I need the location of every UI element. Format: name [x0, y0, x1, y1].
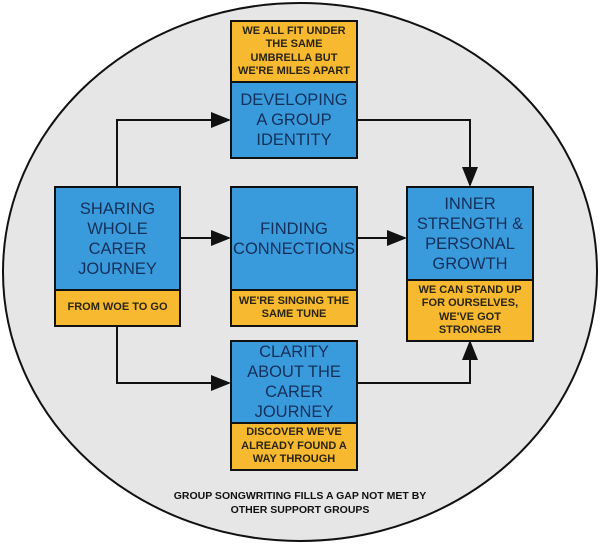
identity-node: DEVELOPING A GROUP IDENTITY — [230, 81, 358, 159]
arrow-sharing-to-identity — [116, 112, 231, 186]
identity-quote: WE ALL FIT UNDER THE SAME UMBRELLA BUT W… — [230, 20, 358, 83]
arrow-identity-to-strength — [357, 119, 478, 187]
strength-quote: WE CAN STAND UP FOR OURSELVES, WE'VE GOT… — [406, 279, 534, 342]
clarity-node: CLARITY ABOUT THE CARER JOURNEY — [230, 340, 358, 424]
sharing-node: SHARING WHOLE CARER JOURNEY — [54, 186, 181, 291]
clarity-quote: DISCOVER WE'VE ALREADY FOUND A WAY THROU… — [230, 422, 358, 471]
arrow-clarity-to-strength — [357, 340, 478, 384]
arrow-sharing-to-clarity — [116, 327, 231, 391]
footer-caption: GROUP SONGWRITING FILLS A GAP NOT MET BY… — [173, 490, 427, 516]
strength-node: INNER STRENGTH & PERSONAL GROWTH — [406, 186, 534, 281]
connections-quote: WE'RE SINGING THE SAME TUNE — [230, 289, 358, 327]
connections-node: FINDING CONNECTIONS — [230, 186, 358, 291]
sharing-quote: FROM WOE TO GO — [54, 289, 181, 327]
